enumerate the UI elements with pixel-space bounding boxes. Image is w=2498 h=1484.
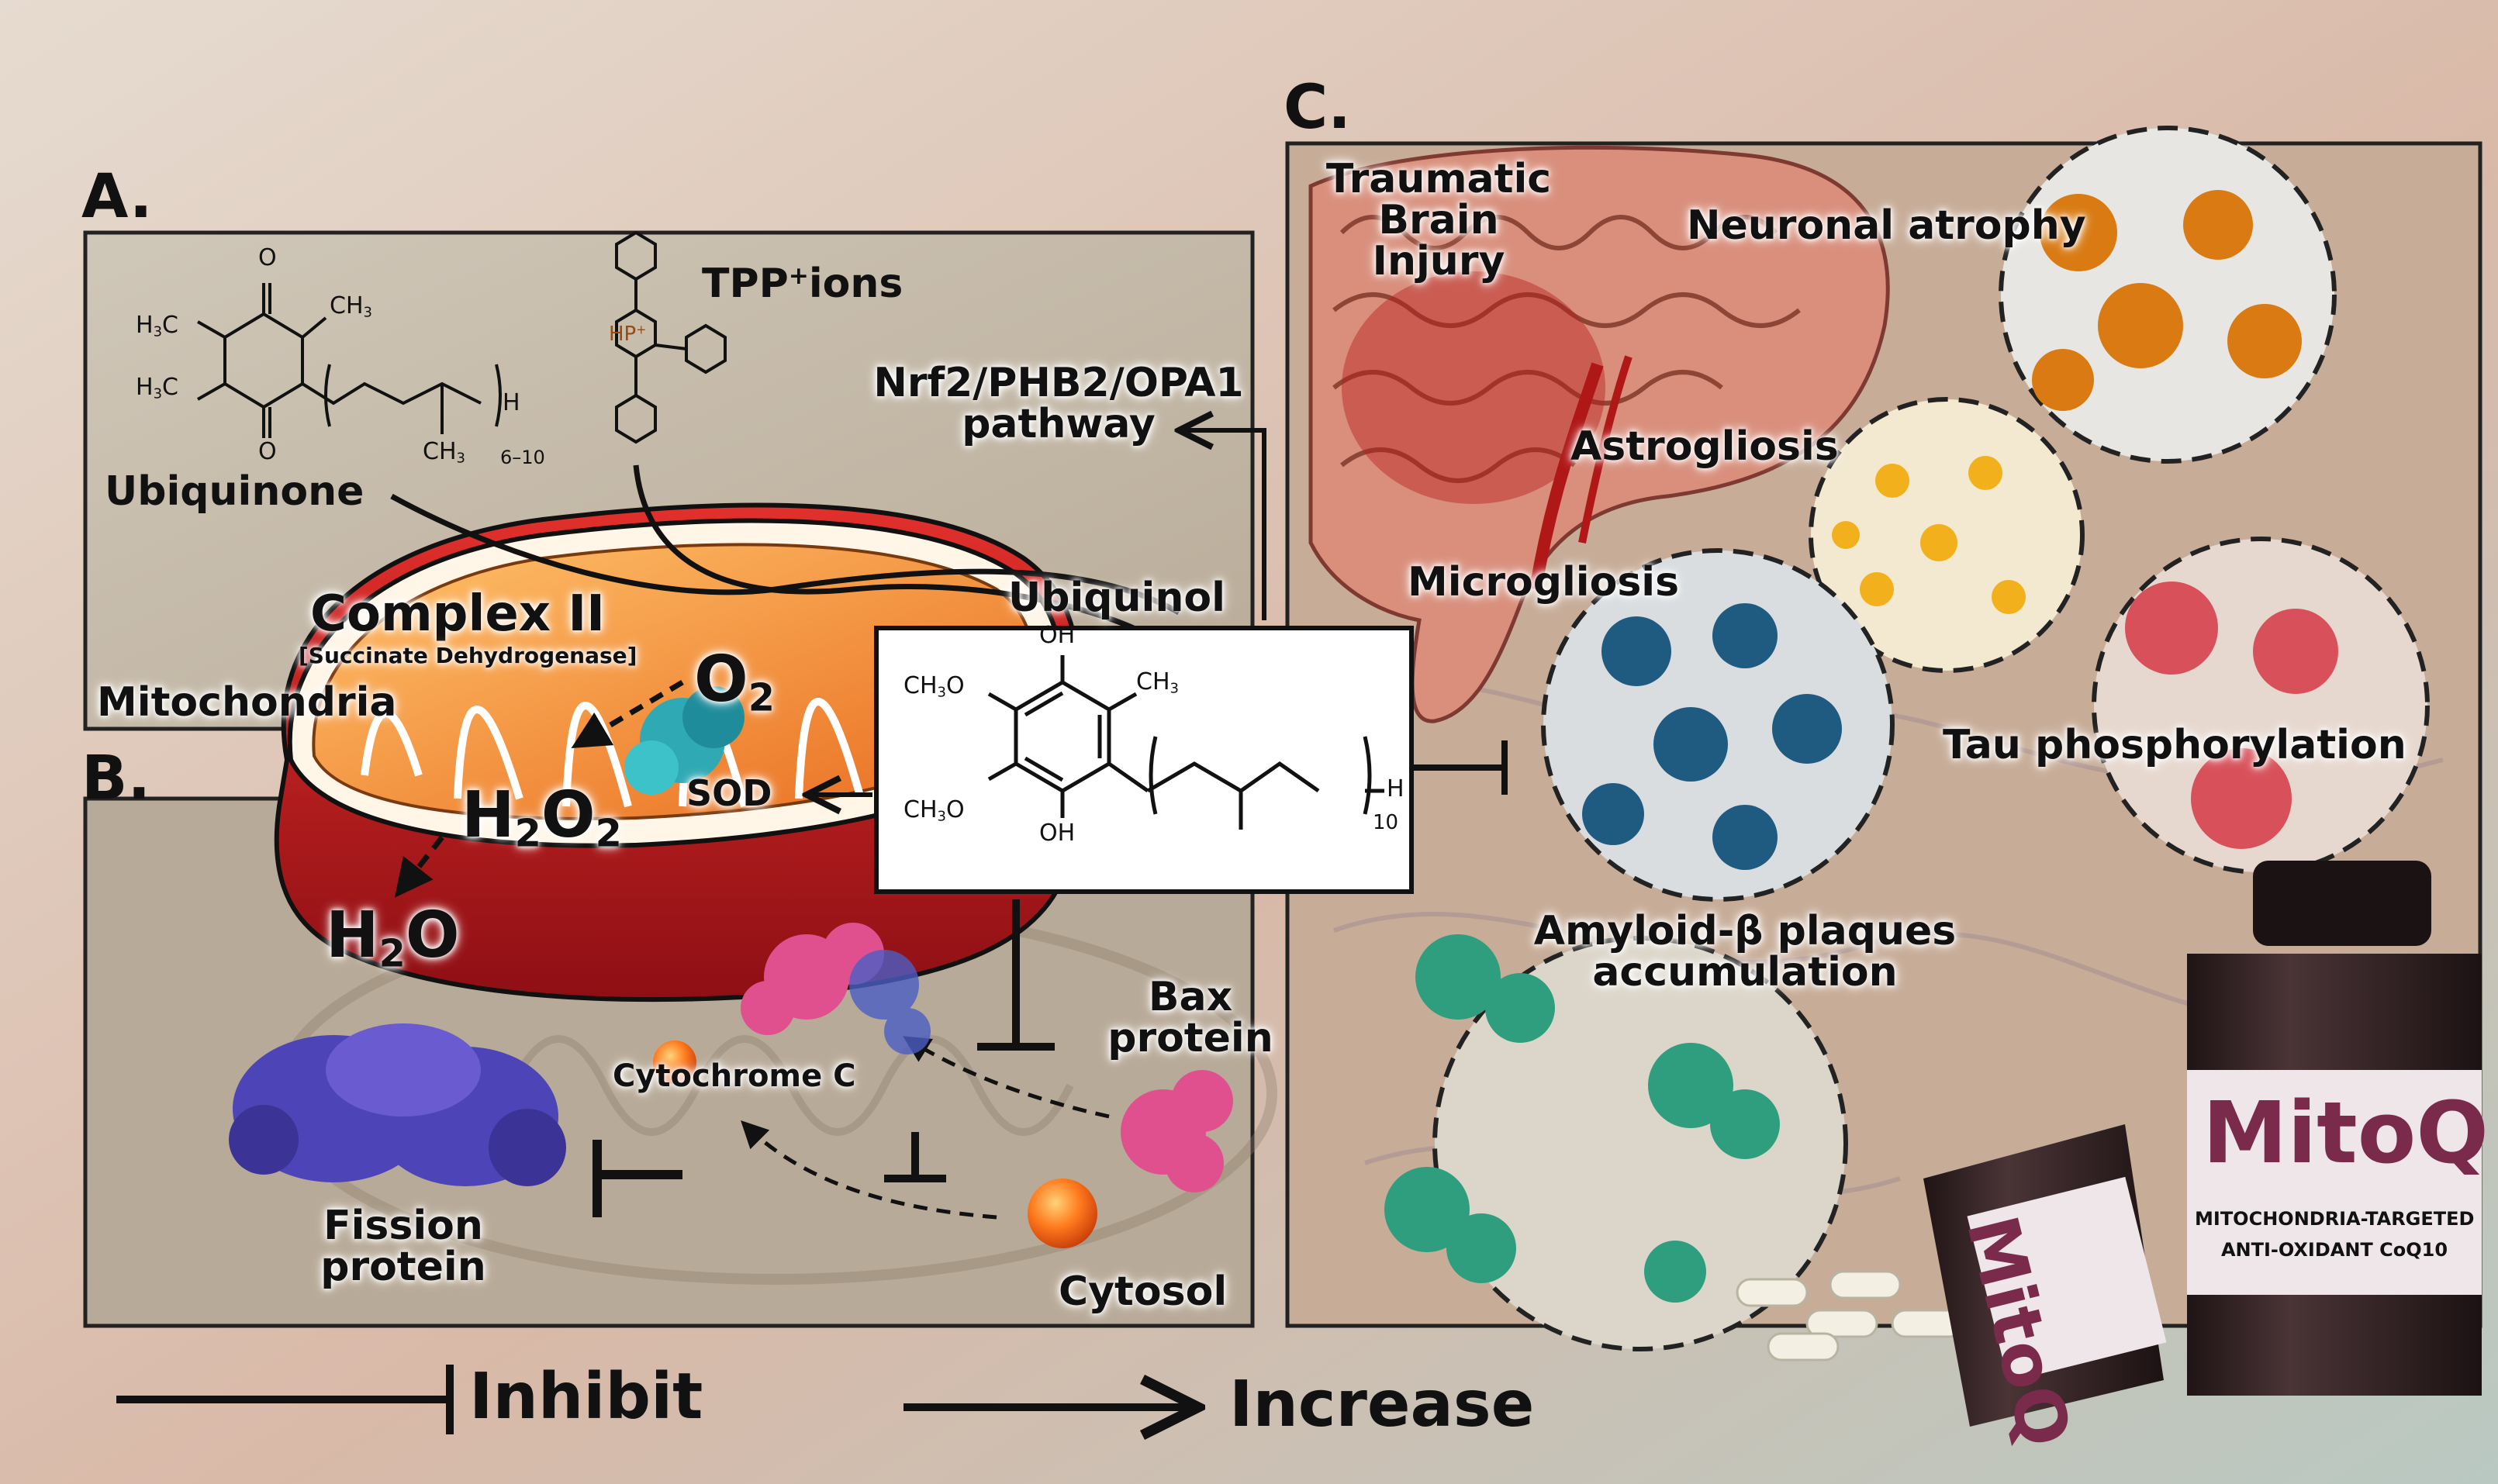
neuronal-atrophy-label: Neuronal atrophy [1687,202,2086,249]
ubiquinol-oh-top: OH [1039,622,1076,649]
bax-protein-1-domain [849,950,931,1054]
complex-ii-label: Complex II [310,585,605,643]
astrogliosis-circle [1809,397,2085,673]
inhibit-panel-c [1411,740,1508,795]
ubiquinol-label: Ubiquinol [1008,575,1225,621]
inhibit-fission [593,1140,682,1217]
ubiquinone-structure [197,283,502,438]
h2o-label: H2O [326,899,460,976]
ubiquinol-structure-box [874,626,1414,894]
microgliosis-circle [1541,548,1895,902]
bottle-tagline-2: ANTI-OXIDANT CoQ10 [2220,1239,2448,1261]
brain-illustration [1308,145,1890,723]
tpp-path [633,464,1165,646]
ubiquinone-h3c-bottom: H3C [136,374,178,402]
bottle-brand: MitoQ [2203,1083,2489,1182]
cytosol-label: Cytosol [1059,1268,1228,1315]
microgliosis-label: Microgliosis [1408,559,1680,606]
to-pathway-arrow [1179,430,1266,620]
bottle-tagline-1: MITOCHONDRIA-TARGETED [2195,1208,2475,1230]
astrogliosis-label: Astrogliosis [1570,423,1839,470]
cytochrome-c-label: Cytochrome C [613,1058,856,1094]
ubiquinone-o-top: O [258,244,277,271]
ubiquinol-oh-bottom: OH [1039,820,1076,847]
ubiquinol-ch3o-bottom: CH3O [903,796,965,825]
cytochrome-c-orb [653,1041,696,1084]
mitochondria-label: Mitochondria [97,679,397,726]
o2-label: O2 [694,643,775,720]
ubiquinol-structure [987,655,1384,830]
legend-inhibit-label: Inhibit [469,1360,703,1434]
capsules [1736,1270,1964,1361]
bottle-tipped [1923,1124,2167,1427]
tau-phosphorylation-label: Tau phosphorylation [1943,722,2406,768]
panel-b-label: B. [81,744,151,813]
inhibit-cytochrome [884,1132,946,1182]
h2o2-label: H2O2 [461,778,622,856]
h2o2-to-h2o-arrow [394,835,444,898]
ubiquinone-o-bottom: O [258,438,277,465]
cytosol-to-cytochrome-arrow [741,1120,997,1220]
ubiquinol-ch3o-top: CH3O [903,672,965,701]
ubiquinol-h: H [1387,775,1404,802]
tpp-label: TPP+ions [702,261,903,307]
panel-a-label: A. [81,162,153,232]
cytosol-orb [1028,1179,1097,1248]
legend-inhibit-symbol [116,1365,454,1434]
ubiquinol-ch3: CH3 [1136,668,1179,697]
ubiquinone-repeat: 6–10 [500,447,545,468]
tpp-hp: HP+ [609,323,647,346]
ubiquinol-repeat: 10 [1373,811,1399,834]
bottle-standing [2187,861,2482,1396]
tpp-structure [615,230,727,444]
complex-ii-sublabel: [Succinate Dehydrogenase] [299,643,637,668]
ubiquinone-side-ch3: CH3 [423,438,465,467]
inhibit-bax [977,899,1055,1051]
ubiquinone-ch3: CH3 [330,292,372,321]
ubiquinone-h: H [503,389,520,416]
fission-protein [229,1023,566,1186]
sod-label: SOD [686,772,772,814]
ubiquinone-h3c-top: H3C [136,312,178,340]
sod-molecule [624,686,745,795]
bax-to-protein-arrow [903,1036,1110,1119]
bax-protein-2 [1121,1070,1233,1192]
neuronal-atrophy-circle [1999,126,2337,464]
panel-c-label: C. [1284,73,1351,143]
legend-increase-label: Increase [1229,1368,1535,1441]
amyloid-circle [1384,934,1848,1351]
o2-to-h2o2-arrow [571,679,684,748]
ubiquinone-label: Ubiquinone [105,468,365,515]
tau-circle [2092,537,2430,875]
